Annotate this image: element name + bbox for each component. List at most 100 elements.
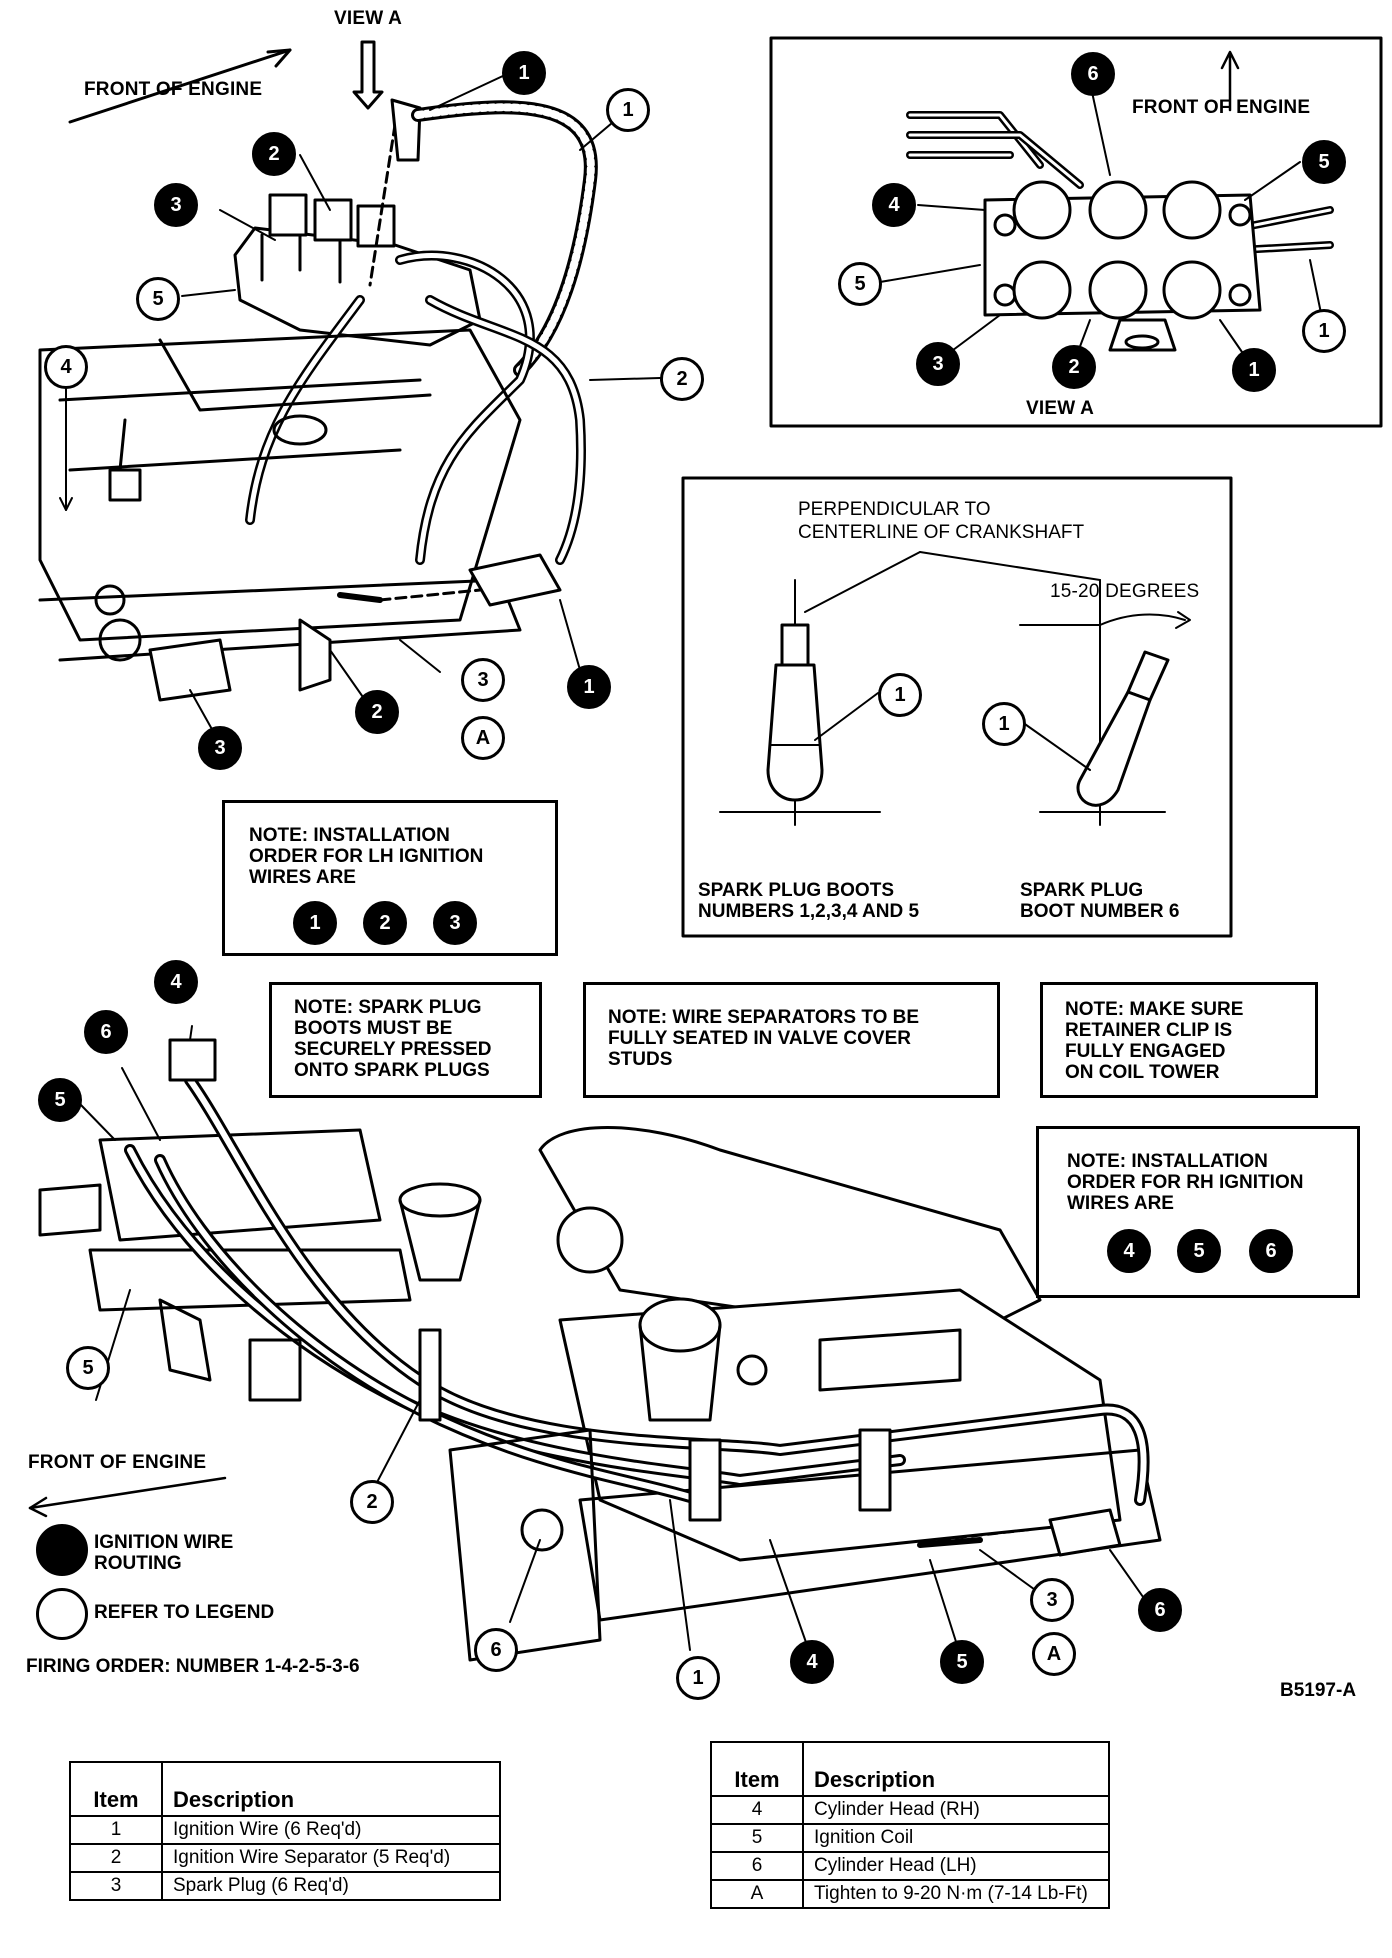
note-rh-order: NOTE: INSTALLATION ORDER FOR RH IGNITION… bbox=[1036, 1126, 1360, 1298]
callout-top-a: A bbox=[461, 716, 505, 760]
key-light-label: REFER TO LEGEND bbox=[94, 1602, 275, 1623]
degrees-label: 15-20 DEGREES bbox=[1050, 581, 1200, 602]
legend-right-header-description: Description bbox=[802, 1741, 1110, 1797]
legend-left-header-item: Item bbox=[69, 1761, 163, 1817]
callout-top-3-light: 3 bbox=[461, 658, 505, 702]
boot-angle-box-border bbox=[681, 476, 1233, 938]
legend-description: Ignition Coil bbox=[802, 1823, 1110, 1853]
callout-inset-2: 2 bbox=[1052, 345, 1096, 389]
legend-table-right: Item Description 4 Cylinder Head (RH) 5 … bbox=[710, 1741, 1110, 1909]
callout-bottom-a: A bbox=[1032, 1632, 1076, 1676]
note-boots-text: NOTE: SPARK PLUG BOOTS MUST BE SECURELY … bbox=[294, 997, 492, 1081]
top-engine-drawing bbox=[38, 40, 661, 741]
callout-bottom-4-dark-b: 4 bbox=[790, 1640, 834, 1684]
boots-1-5-caption: SPARK PLUG BOOTS NUMBERS 1,2,3,4 AND 5 bbox=[698, 880, 920, 922]
front-of-engine-label-bottom: FRONT OF ENGINE bbox=[28, 1452, 207, 1473]
callout-top-1-dark: 1 bbox=[502, 51, 546, 95]
callout-bottom-6-dark: 6 bbox=[84, 1010, 128, 1054]
note-retainer-text: NOTE: MAKE SURE RETAINER CLIP IS FULLY E… bbox=[1065, 999, 1244, 1083]
callout-inset-3: 3 bbox=[916, 342, 960, 386]
legend-item: 5 bbox=[710, 1823, 804, 1853]
legend-item: 1 bbox=[69, 1815, 163, 1845]
key-dark-label: IGNITION WIRE ROUTING bbox=[94, 1532, 234, 1574]
callout-top-1-light: 1 bbox=[606, 88, 650, 132]
callout-boot-right: 1 bbox=[982, 702, 1026, 746]
perpendicular-label: PERPENDICULAR TO CENTERLINE OF CRANKSHAF… bbox=[798, 499, 1085, 543]
note-separators: NOTE: WIRE SEPARATORS TO BE FULLY SEATED… bbox=[583, 982, 1000, 1098]
note-lh-order: NOTE: INSTALLATION ORDER FOR LH IGNITION… bbox=[222, 800, 558, 956]
table-row: 5 Ignition Coil bbox=[710, 1823, 1110, 1853]
table-row: 4 Cylinder Head (RH) bbox=[710, 1795, 1110, 1825]
front-of-engine-label-top: FRONT OF ENGINE bbox=[84, 79, 263, 100]
callout-bottom-1-light: 1 bbox=[676, 1656, 720, 1700]
callout-bottom-5-dark: 5 bbox=[38, 1078, 82, 1122]
figure-id: B5197-A bbox=[1280, 1680, 1357, 1701]
legend-item: 4 bbox=[710, 1795, 804, 1825]
note-separators-text: NOTE: WIRE SEPARATORS TO BE FULLY SEATED… bbox=[608, 1007, 920, 1070]
callout-bottom-5-dark-b: 5 bbox=[940, 1640, 984, 1684]
callout-top-2-dark-b: 2 bbox=[355, 690, 399, 734]
rh-order-5: 5 bbox=[1177, 1229, 1221, 1273]
callout-top-2-light: 2 bbox=[660, 357, 704, 401]
callout-boot-left: 1 bbox=[878, 673, 922, 717]
key-dark-circle bbox=[36, 1524, 88, 1576]
note-lh-order-text: NOTE: INSTALLATION ORDER FOR LH IGNITION… bbox=[249, 825, 484, 888]
boot-6-caption: SPARK PLUG BOOT NUMBER 6 bbox=[1020, 880, 1180, 922]
firing-order: FIRING ORDER: NUMBER 1-4-2-5-3-6 bbox=[26, 1656, 360, 1677]
callout-bottom-4-dark: 4 bbox=[154, 960, 198, 1004]
callout-inset-4: 4 bbox=[872, 183, 916, 227]
legend-description: Ignition Wire (6 Req'd) bbox=[161, 1815, 501, 1845]
lh-order-1: 1 bbox=[293, 901, 337, 945]
callout-top-1-dark-b: 1 bbox=[567, 665, 611, 709]
callout-inset-1-light: 1 bbox=[1302, 309, 1346, 353]
key-light-circle bbox=[36, 1588, 88, 1640]
legend-left-header: Item Description bbox=[69, 1761, 501, 1817]
callout-inset-5-dark: 5 bbox=[1302, 140, 1346, 184]
note-boots: NOTE: SPARK PLUG BOOTS MUST BE SECURELY … bbox=[269, 982, 542, 1098]
legend-description: Cylinder Head (LH) bbox=[802, 1851, 1110, 1881]
callout-top-3-dark: 3 bbox=[154, 183, 198, 227]
note-retainer: NOTE: MAKE SURE RETAINER CLIP IS FULLY E… bbox=[1040, 982, 1318, 1098]
table-row: 1 Ignition Wire (6 Req'd) bbox=[69, 1815, 501, 1845]
callout-inset-5-light: 5 bbox=[838, 262, 882, 306]
rh-order-4: 4 bbox=[1107, 1229, 1151, 1273]
table-row: A Tighten to 9-20 N·m (7-14 Lb-Ft) bbox=[710, 1879, 1110, 1909]
legend-description: Ignition Wire Separator (5 Req'd) bbox=[161, 1843, 501, 1873]
callout-bottom-6-light: 6 bbox=[474, 1628, 518, 1672]
callout-top-3-dark-b: 3 bbox=[198, 726, 242, 770]
legend-item: 3 bbox=[69, 1871, 163, 1901]
table-row: 3 Spark Plug (6 Req'd) bbox=[69, 1871, 501, 1901]
callout-top-4-light: 4 bbox=[44, 345, 88, 389]
callout-bottom-6-dark-b: 6 bbox=[1138, 1588, 1182, 1632]
legend-item: 6 bbox=[710, 1851, 804, 1881]
callout-top-2-dark: 2 bbox=[252, 132, 296, 176]
front-of-engine-label-inset: FRONT OF ENGINE bbox=[1132, 97, 1311, 118]
view-a-caption: VIEW A bbox=[1026, 398, 1095, 419]
rh-order-6: 6 bbox=[1249, 1229, 1293, 1273]
legend-item: A bbox=[710, 1879, 804, 1909]
view-a-inset-border bbox=[769, 36, 1383, 428]
bottom-engine-drawing bbox=[28, 1025, 1162, 1662]
legend-table-left: Item Description 1 Ignition Wire (6 Req'… bbox=[69, 1761, 501, 1901]
legend-right-header-item: Item bbox=[710, 1741, 804, 1797]
boot-angle-drawing bbox=[719, 551, 1191, 826]
callout-inset-6: 6 bbox=[1071, 52, 1115, 96]
note-rh-order-text: NOTE: INSTALLATION ORDER FOR RH IGNITION… bbox=[1067, 1151, 1304, 1214]
legend-description: Tighten to 9-20 N·m (7-14 Lb-Ft) bbox=[802, 1879, 1110, 1909]
table-row: 2 Ignition Wire Separator (5 Req'd) bbox=[69, 1843, 501, 1873]
callout-bottom-3-light: 3 bbox=[1030, 1578, 1074, 1622]
view-a-label: VIEW A bbox=[334, 8, 403, 29]
legend-left-header-description: Description bbox=[161, 1761, 501, 1817]
callout-bottom-5-light: 5 bbox=[66, 1346, 110, 1390]
lh-order-3: 3 bbox=[433, 901, 477, 945]
legend-item: 2 bbox=[69, 1843, 163, 1873]
lh-order-2: 2 bbox=[363, 901, 407, 945]
legend-description: Cylinder Head (RH) bbox=[802, 1795, 1110, 1825]
callout-top-5-light: 5 bbox=[136, 277, 180, 321]
legend-description: Spark Plug (6 Req'd) bbox=[161, 1871, 501, 1901]
table-row: 6 Cylinder Head (LH) bbox=[710, 1851, 1110, 1881]
legend-right-header: Item Description bbox=[710, 1741, 1110, 1797]
callout-inset-1-dark: 1 bbox=[1232, 348, 1276, 392]
